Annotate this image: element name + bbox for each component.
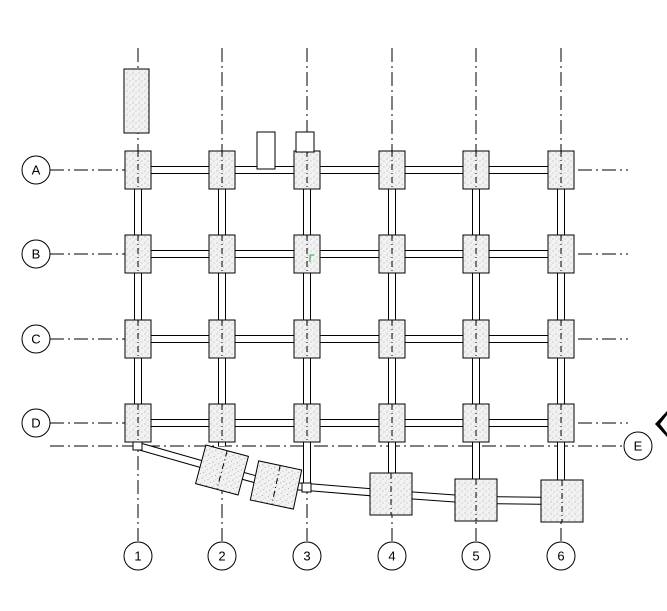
grid-label-1: 1: [134, 549, 141, 564]
beam-row-0-0[interactable]: [138, 166, 222, 174]
beam-row-3-2[interactable]: [307, 419, 392, 427]
beam-row-1-2[interactable]: [307, 250, 392, 258]
plan-extras: [123, 68, 667, 437]
grid-label-2: 2: [218, 549, 225, 564]
footing-a2[interactable]: [208, 150, 236, 190]
beam-row-0-2[interactable]: [307, 166, 392, 174]
grid-label-3: 3: [303, 549, 310, 564]
beam-row-3-0[interactable]: [138, 419, 222, 427]
footing-a6[interactable]: [547, 150, 575, 190]
footing-a4[interactable]: [378, 150, 406, 190]
beam-row-0-3[interactable]: [392, 166, 476, 174]
grid-bubble-4[interactable]: 4: [377, 541, 407, 571]
beam-row-2-2[interactable]: [307, 335, 392, 343]
footing-d3[interactable]: [293, 403, 321, 443]
footing-b2[interactable]: [208, 234, 236, 274]
beam-row-3-4[interactable]: [476, 419, 561, 427]
footing-lower-3[interactable]: [369, 472, 413, 516]
grid-bubble-6[interactable]: 6: [546, 541, 576, 571]
footing-a5[interactable]: [462, 150, 490, 190]
footing-c1[interactable]: [124, 319, 152, 359]
grid-bubble-1[interactable]: 1: [123, 541, 153, 571]
beam-row-3-3[interactable]: [392, 419, 476, 427]
section-arrow-icon[interactable]: [655, 411, 667, 437]
grid-label-c: C: [31, 332, 40, 347]
footing-lower-4[interactable]: [454, 478, 498, 522]
grid-label-b: B: [32, 247, 41, 262]
footing-lower-1[interactable]: [194, 444, 250, 496]
grid-bubble-2[interactable]: 2: [207, 541, 237, 571]
footing-lower-5[interactable]: [540, 479, 584, 523]
footings: [124, 150, 584, 523]
beam-row-0-4[interactable]: [476, 166, 561, 174]
footing-b1[interactable]: [124, 234, 152, 274]
beam-row-2-1[interactable]: [222, 335, 307, 343]
footing-c3[interactable]: [293, 319, 321, 359]
grid-bubble-d[interactable]: D: [21, 408, 51, 438]
footing-lower-2[interactable]: [249, 460, 303, 510]
footing-a1[interactable]: [124, 150, 152, 190]
footing-c6[interactable]: [547, 319, 575, 359]
footing-d4[interactable]: [378, 403, 406, 443]
footing-b6[interactable]: [547, 234, 575, 274]
grid-bubble-e[interactable]: E: [623, 431, 653, 461]
grid-label-6: 6: [557, 549, 564, 564]
grid-bubble-b[interactable]: B: [21, 239, 51, 269]
pier-box-2[interactable]: [295, 131, 315, 153]
footing-d2[interactable]: [208, 403, 236, 443]
footing-a3[interactable]: [293, 150, 321, 190]
grid-label-e: E: [634, 439, 643, 454]
grid-bubble-3[interactable]: 3: [292, 541, 322, 571]
grade-beams: [134, 166, 565, 505]
footing-d1[interactable]: [124, 403, 152, 443]
connector-box-2: [301, 482, 312, 493]
grid-label-d: D: [31, 416, 40, 431]
grid-label-a: A: [32, 163, 41, 178]
isolated-footing-top[interactable]: [123, 68, 150, 134]
footing-d5[interactable]: [462, 403, 490, 443]
beam-row-2-3[interactable]: [392, 335, 476, 343]
footing-b5[interactable]: [462, 234, 490, 274]
beam-row-3-1[interactable]: [222, 419, 307, 427]
footing-c5[interactable]: [462, 319, 490, 359]
beam-row-1-4[interactable]: [476, 250, 561, 258]
beam-row-2-4[interactable]: [476, 335, 561, 343]
grid-bubbles: A B C D E 1 2 3: [21, 155, 653, 571]
pier-box-1[interactable]: [256, 131, 276, 170]
grid-bubble-c[interactable]: C: [21, 324, 51, 354]
connector-box-1: [132, 441, 143, 451]
beam-row-1-0[interactable]: [138, 250, 222, 258]
grid-label-4: 4: [388, 549, 395, 564]
footing-c2[interactable]: [208, 319, 236, 359]
footing-c4[interactable]: [378, 319, 406, 359]
beam-row-1-3[interactable]: [392, 250, 476, 258]
footing-b3[interactable]: [293, 234, 321, 274]
footing-d6[interactable]: [547, 403, 575, 443]
grid-label-5: 5: [472, 549, 479, 564]
footing-b4[interactable]: [378, 234, 406, 274]
grid-bubble-a[interactable]: A: [21, 155, 51, 185]
beam-row-2-0[interactable]: [138, 335, 222, 343]
beam-row-1-1[interactable]: [222, 250, 307, 258]
grid-bubble-5[interactable]: 5: [461, 541, 491, 571]
